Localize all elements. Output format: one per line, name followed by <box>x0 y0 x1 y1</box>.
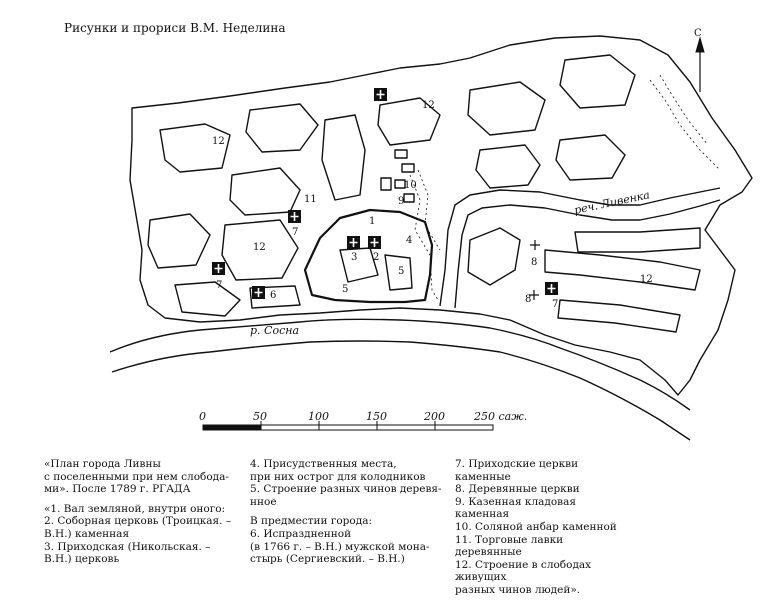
map-number: 1 <box>369 216 375 227</box>
church-icon <box>545 282 558 295</box>
church-icon <box>288 210 301 223</box>
scale-label: 200 <box>423 410 445 423</box>
district-numbers: 1 2 3 4 5 5 6 7 7 7 8 8 9 10 11 12 12 12… <box>212 100 653 310</box>
sosna-river-bank-south <box>111 340 691 441</box>
map-number: 4 <box>406 235 412 246</box>
map-number: 11 <box>304 194 317 205</box>
map-number: 5 <box>342 284 348 295</box>
map-number: 7 <box>216 280 222 291</box>
legend-column-1: «План города Ливны с поселенными при нем… <box>44 458 244 566</box>
map-number: 5 <box>398 266 404 277</box>
map-number: 3 <box>351 252 357 263</box>
scale-label: 100 <box>308 410 329 423</box>
church-icon <box>347 236 360 249</box>
map-number: 7 <box>552 299 558 310</box>
north-label: С <box>694 28 702 39</box>
scale-bar <box>202 421 494 431</box>
scale-label: 150 <box>366 410 387 423</box>
scale-label: 0 <box>199 410 206 423</box>
north-arrow <box>695 36 705 92</box>
legend-block: 4. Присудственныя места, при них острог … <box>250 458 442 508</box>
map-number: 2 <box>373 252 379 263</box>
legend-column-2: 4. Присудственныя места, при них острог … <box>250 458 455 566</box>
map-number: 12 <box>253 242 266 253</box>
map-number: 12 <box>212 136 225 147</box>
earthen-rampart <box>303 208 434 304</box>
map-number: 9 <box>398 196 404 207</box>
sosna-river-label: р. Сосна <box>250 324 299 337</box>
church-icon <box>368 236 381 249</box>
sosna-river-bank-north <box>109 318 691 411</box>
legend-column-3: 7. Приходские церкви каменные 8. Деревян… <box>455 458 625 597</box>
town-boundary <box>129 35 753 396</box>
church-icon <box>374 88 387 101</box>
credit-line: Рисунки и прориси В.М. Неделина <box>64 21 286 35</box>
map-number: 12 <box>640 274 653 285</box>
map-number: 8 <box>525 294 531 305</box>
map-number: 8 <box>531 257 537 268</box>
caption-title: «План города Ливны с поселенными при нем… <box>44 458 229 496</box>
church-markers <box>212 88 558 299</box>
legend-block: 7. Приходские церкви каменные 8. Деревян… <box>455 458 617 596</box>
livenka-river <box>439 187 721 307</box>
city-plan-map: С 1 2 3 4 5 5 6 7 7 7 8 8 9 10 11 12 12 … <box>109 28 753 441</box>
livenka-river-inner <box>454 199 721 309</box>
legend-block: «1. Вал земляной, внутри оного: 2. Собор… <box>44 502 232 566</box>
map-number: 6 <box>270 290 276 301</box>
map-number: 10 <box>404 180 417 191</box>
wooden-church-icon <box>530 240 540 250</box>
livenka-river-label: реч. Ливенка <box>573 188 651 217</box>
legend-block: В предместии города: 6. Испраздненной (в… <box>250 515 430 566</box>
map-number: 12 <box>422 100 435 111</box>
church-icon <box>212 262 225 275</box>
scale-label: 250 саж. <box>473 410 527 423</box>
scale-label: 50 <box>253 410 267 423</box>
wooden-church-icon <box>529 290 539 300</box>
wetland-hatch <box>409 74 721 301</box>
church-icon <box>252 286 265 299</box>
map-number: 7 <box>292 227 298 238</box>
wooden-church-markers <box>529 240 540 300</box>
